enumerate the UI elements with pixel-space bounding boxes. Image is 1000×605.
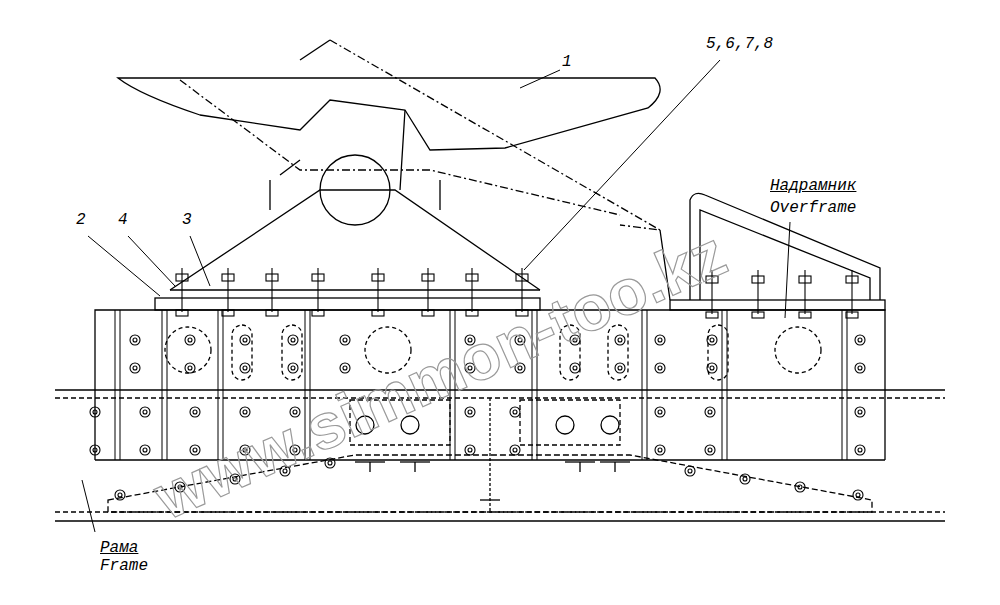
callout-number: 1: [562, 54, 572, 70]
leader-lines: [82, 60, 790, 532]
callout-number: 5,6,7,8: [706, 36, 773, 52]
fifth-wheel: [118, 40, 880, 300]
watermark: www.simmon-too.kz: [145, 220, 734, 529]
callout-number: 3: [182, 212, 192, 228]
part-label: Рама: [100, 540, 138, 556]
callout-number: 2: [76, 212, 86, 228]
part-label: Надрамник: [770, 178, 856, 194]
callout-number: 4: [118, 212, 128, 228]
part-label: Overframe: [770, 200, 856, 216]
part-label: Frame: [100, 558, 148, 574]
